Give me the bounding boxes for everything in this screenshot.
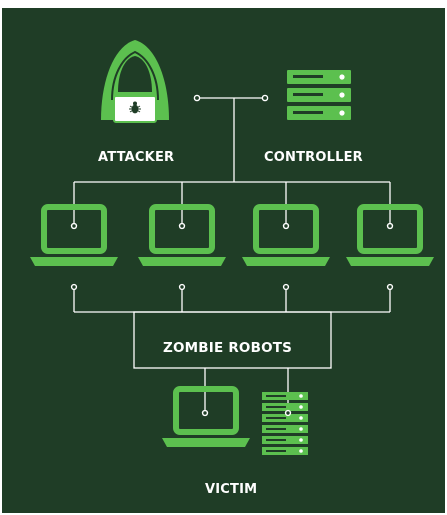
victim-laptop-icon [162,386,250,447]
victim-label: VICTIM [205,482,258,497]
zombie-robots-label: ZOMBIE ROBOTS [163,340,293,356]
server-stack-icon [287,70,351,120]
zombie-laptops [30,204,434,266]
zombie-laptop-icon [138,204,226,266]
zombie-laptop-icon [30,204,118,266]
bug-icon [129,101,141,114]
connector-lines [73,97,391,413]
attacker-label: ATTACKER [98,150,175,165]
victim-server-stack-icon [262,392,308,455]
hooded-hacker-icon [101,40,169,123]
zombie-laptop-icon [242,204,330,266]
controller-label: CONTROLLER [264,150,363,165]
zombie-laptop-icon [346,204,434,266]
